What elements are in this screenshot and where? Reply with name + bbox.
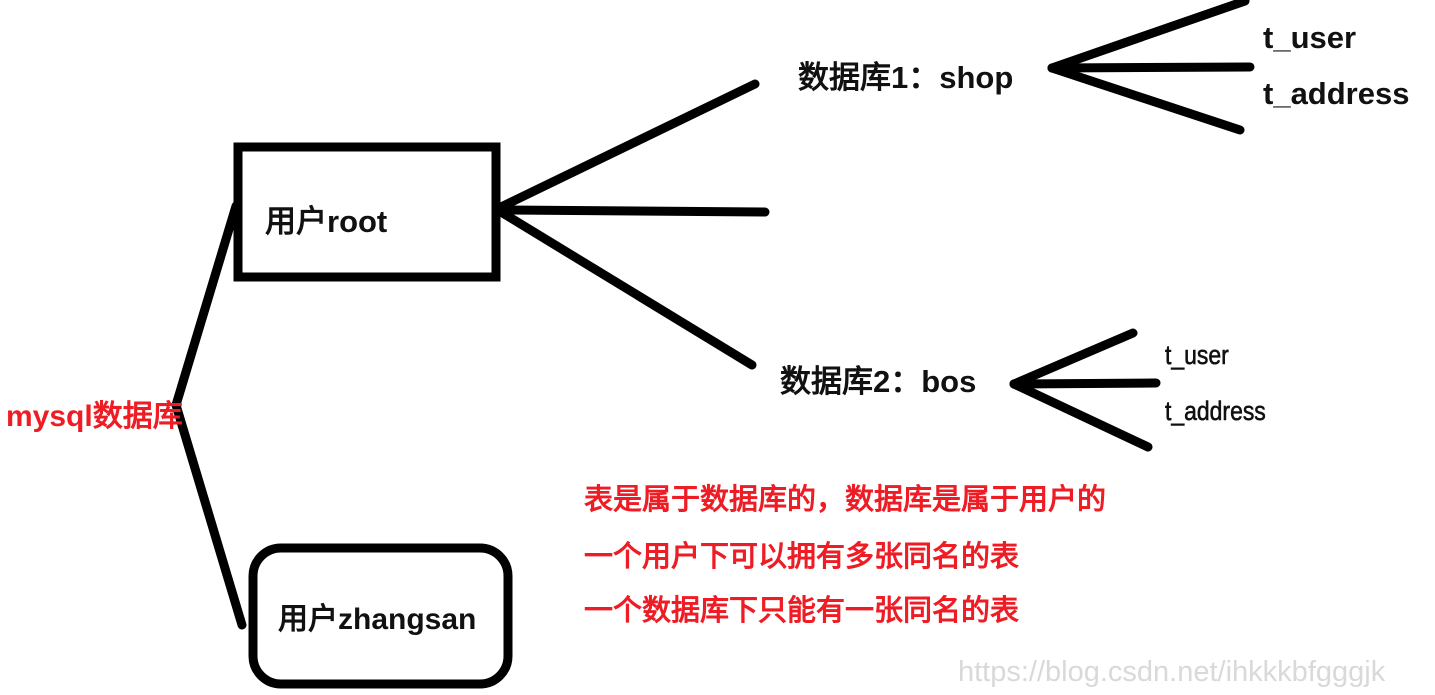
user-root-box: [233, 142, 501, 282]
note-line-1: 表是属于数据库的，数据库是属于用户的: [584, 484, 1107, 516]
edge-db1-t_address: [1047, 63, 1245, 135]
edge-root-db2: [496, 207, 757, 370]
edge-db2-t_user: [1009, 328, 1138, 389]
note-line-2: 一个用户下可以拥有多张同名的表: [584, 541, 1020, 573]
user-root-label: 用户root: [265, 204, 388, 239]
database-shop-label: 数据库1：shop: [798, 60, 1014, 95]
edge-db1-t_user: [1047, 0, 1250, 73]
edge-mysql-root: [171, 201, 241, 410]
user-zhangsan-box: [248, 543, 513, 689]
note-line-3: 一个数据库下只能有一张同名的表: [584, 595, 1020, 627]
shop-table-t_address: t_address: [1263, 76, 1410, 111]
database-bos-label: 数据库2：bos: [780, 364, 977, 399]
edge-db1-center: [1047, 62, 1255, 73]
edge-db2-t_address: [1009, 379, 1153, 452]
edge-root-middle: [496, 205, 770, 217]
edge-root-db1: [496, 79, 760, 212]
mysql-database-label: mysql数据库: [6, 400, 183, 433]
watermark: https://blog.csdn.net/ihkkkbfgggjk: [958, 656, 1386, 688]
edge-db2-center: [1009, 378, 1161, 389]
user-zhangsan-label: 用户zhangsan: [278, 603, 477, 636]
shop-table-t_user: t_user: [1263, 20, 1357, 55]
bos-table-t_address: t_address: [1165, 396, 1266, 427]
edge-mysql-zhangsan: [171, 400, 247, 630]
bos-table-t_user: t_user: [1165, 340, 1229, 371]
